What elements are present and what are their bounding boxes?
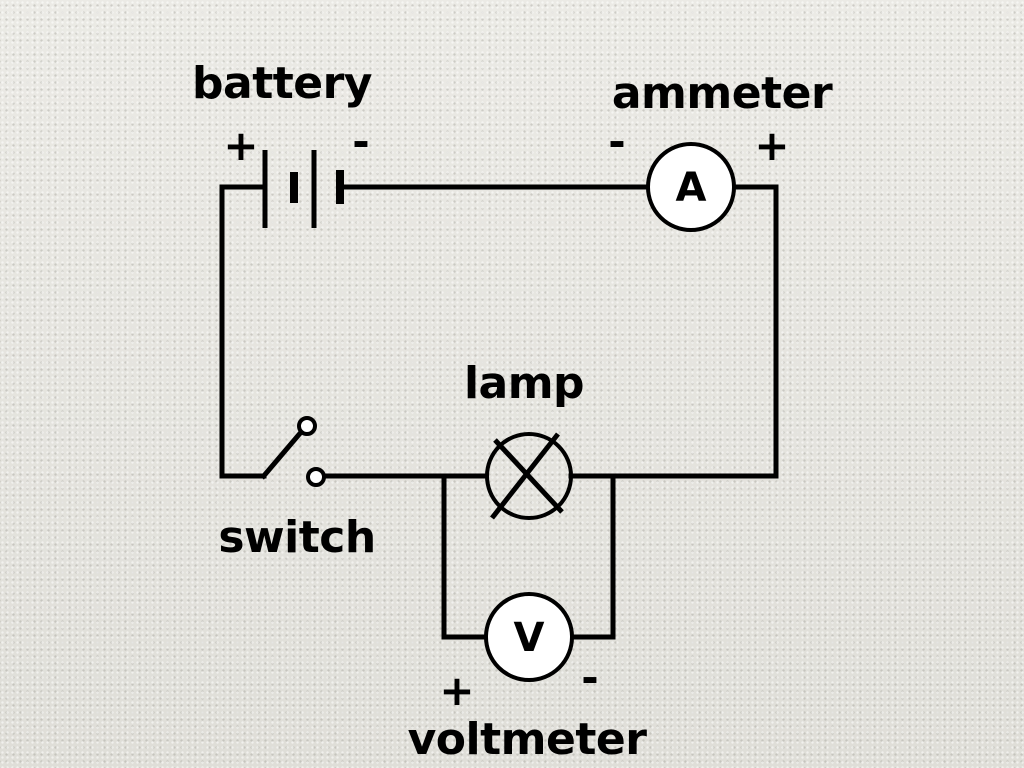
voltmeter-positive-sign: + [439, 666, 475, 715]
ammeter-positive-sign: + [754, 121, 790, 170]
lamp-symbol [485, 432, 573, 520]
voltmeter-negative-sign: - [581, 653, 599, 702]
lamp-cross-1 [493, 438, 564, 514]
ammeter-label: ammeter [611, 68, 833, 119]
voltmeter-circle [484, 592, 574, 682]
battery-positive-sign: + [223, 121, 259, 170]
switch-contact [306, 467, 326, 487]
battery-symbol [262, 150, 344, 228]
voltmeter-label: voltmeter [407, 714, 647, 765]
switch-lever [260, 429, 304, 480]
switch-pivot-top [297, 416, 317, 436]
switch-label: switch [218, 512, 376, 563]
wire-left [219, 184, 267, 479]
ammeter-letter: A [675, 165, 707, 211]
lamp-cross-2 [490, 432, 560, 520]
lamp-label: lamp [463, 358, 585, 409]
lamp-circle [485, 432, 573, 520]
switch-symbol [260, 416, 326, 487]
ammeter-circle [646, 142, 736, 232]
battery-label: battery [192, 58, 372, 109]
voltmeter-letter: V [513, 615, 545, 661]
ammeter-negative-sign: - [608, 117, 626, 166]
battery-negative-sign: - [352, 117, 370, 166]
wire-voltmeter-left [441, 473, 489, 640]
wire-right [568, 184, 779, 479]
wire-voltmeter-right [569, 473, 616, 640]
